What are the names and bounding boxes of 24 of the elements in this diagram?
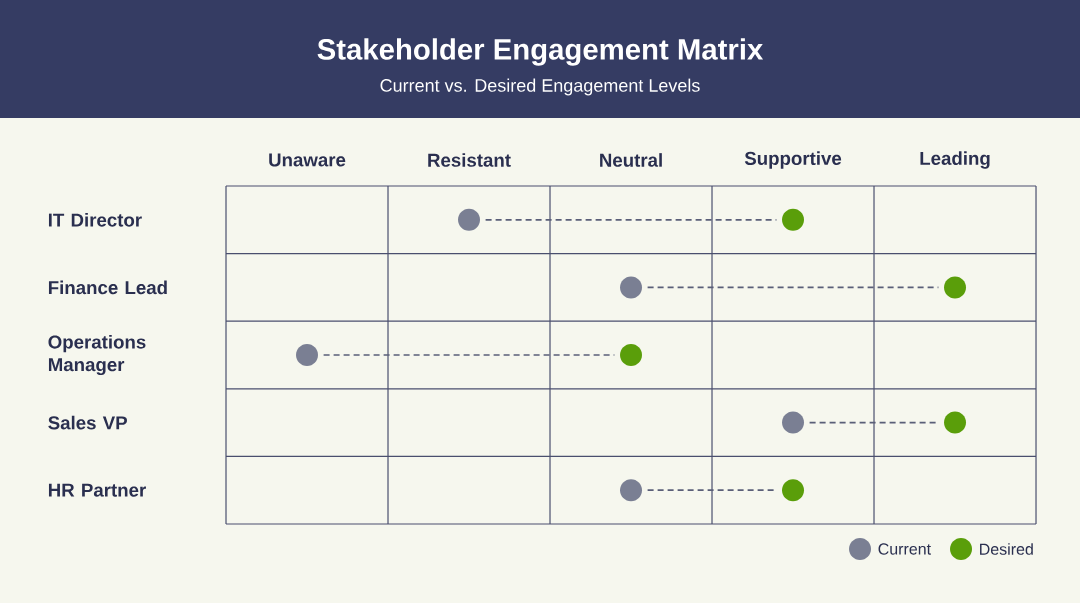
title: Stakeholder Engagement Matrix [317,38,764,66]
marker-dot [782,411,804,434]
marker-dot [944,411,966,434]
marker-dot [620,344,642,366]
marker-dot [458,208,480,231]
marker-dot [620,276,642,299]
row-header: IT Director [48,212,142,227]
subtitle: Current vs. Desired Engagement Levels [380,78,700,96]
marker-dot [620,479,642,502]
marker-dot [782,479,804,502]
row-header: Operations Manager [48,334,146,376]
marker-dot [944,276,966,299]
column-header: Supportive [744,151,842,169]
row-header: HR Partner [48,483,146,497]
column-header: Neutral [600,153,662,167]
marker-dot [782,208,804,231]
marker-dot [296,344,318,366]
column-header: Resistant [428,153,511,167]
row-header: Finance Lead [48,280,167,295]
legend-label: Current [878,543,931,555]
column-header: Leading [920,151,990,169]
row-header: Sales VP [48,415,127,430]
column-header: Unaware [269,153,346,167]
legend-label: Desired [980,543,1033,555]
